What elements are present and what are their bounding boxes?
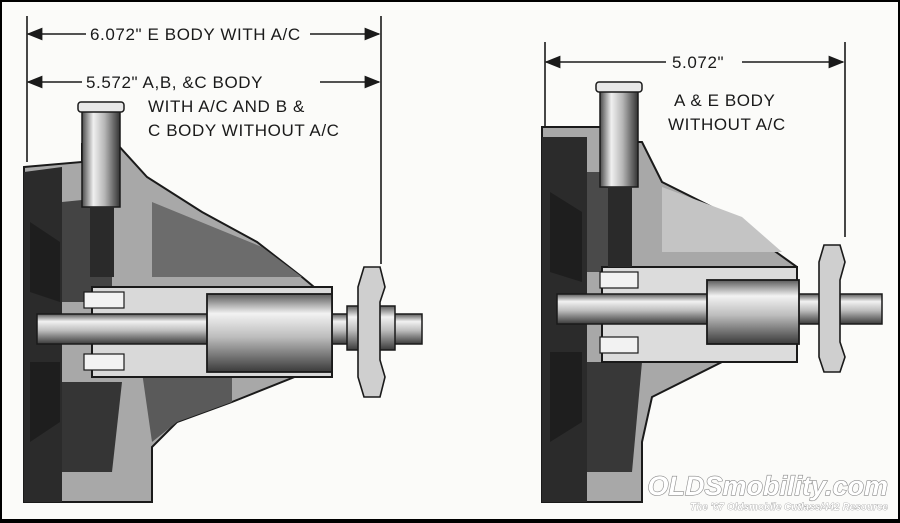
watermark-subtitle: The '67 Oldsmobile Cutlass/442 Resource — [690, 502, 888, 513]
right-fan-flange — [818, 244, 846, 373]
dim-label-abc-line1: 5.572" A,B, &C BODY — [86, 73, 263, 92]
left-inlet-tube — [81, 106, 121, 208]
left-inlet-tube-lip — [77, 101, 125, 113]
dim-label-abc-line3: C BODY WITHOUT A/C — [148, 121, 340, 140]
right-dimension-lines — [544, 42, 846, 237]
right-seal-lower — [599, 336, 639, 354]
left-impeller-vane-upper — [30, 222, 60, 302]
dim-label-e-body: 6.072" E BODY WITH A/C — [90, 25, 301, 44]
right-body-label-line1: A & E BODY — [674, 91, 775, 110]
left-fan-flange — [357, 266, 386, 398]
left-pump-web — [152, 202, 302, 277]
left-dimension-lines — [26, 16, 382, 264]
watermark: OLDSmobility.com The '67 Oldsmobile Cutl… — [647, 470, 889, 513]
left-seal-upper — [83, 291, 125, 309]
right-pump-cavity-lower — [587, 362, 642, 472]
right-inlet-tube-lip — [595, 81, 643, 93]
watermark-title: OLDSmobility.com — [647, 471, 888, 501]
right-dim-label: 5.072" — [672, 53, 724, 72]
left-seal-lower — [83, 353, 125, 371]
right-body-label-line2: WITHOUT A/C — [668, 115, 786, 134]
left-impeller-vane-lower — [30, 362, 60, 442]
right-pump-bearing — [706, 279, 800, 345]
left-pump-web-lower — [142, 372, 232, 442]
right-pump-body — [541, 81, 883, 503]
left-pump-cavity-lower — [62, 382, 122, 472]
left-pump-bearing — [206, 293, 333, 373]
left-dimension-labels: 6.072" E BODY WITH A/C 5.572" A,B, &C BO… — [86, 25, 340, 140]
right-seal-upper — [599, 271, 639, 289]
right-inlet-tube — [599, 86, 639, 188]
right-pump-web — [662, 187, 782, 252]
left-inlet-passage — [90, 207, 114, 277]
right-impeller-vane-lower — [550, 352, 582, 442]
right-inlet-passage — [608, 187, 632, 267]
right-dimension-labels: 5.072" A & E BODY WITHOUT A/C — [668, 53, 786, 134]
right-impeller-vane-upper — [550, 192, 582, 282]
dim-label-abc-line2: WITH A/C AND B & — [148, 97, 305, 116]
left-pump-body — [23, 101, 423, 503]
